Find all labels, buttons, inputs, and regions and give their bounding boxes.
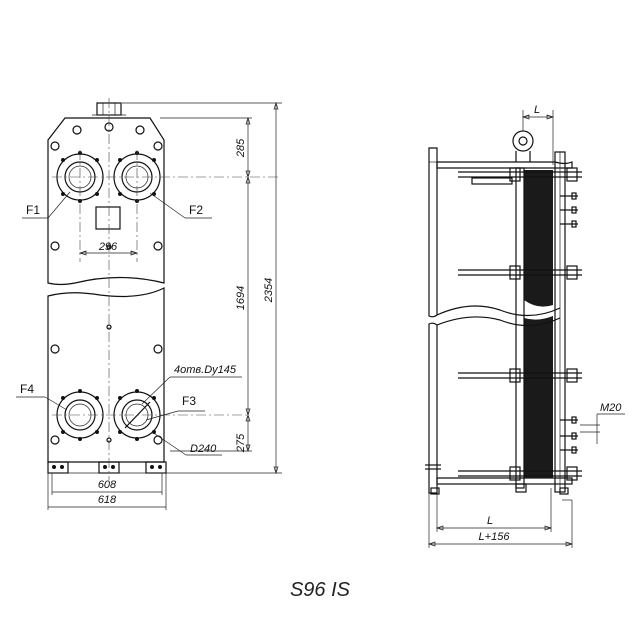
tie-bolts (50, 141, 163, 445)
top-shoe (471, 177, 513, 185)
side-view (425, 130, 582, 495)
port-nozzles (560, 192, 578, 454)
label-f4: F4 (20, 382, 34, 396)
label-f2: F2 (189, 203, 203, 217)
flange-bolts-lower (61, 389, 156, 441)
flange-bolts-upper (61, 151, 156, 203)
dim-bottom-offset: 275 (235, 433, 247, 453)
annotation-holes: 4отв.Dy145 (174, 364, 237, 376)
frame-plate-lower (47, 287, 165, 463)
dim-total-length: L+156 (479, 531, 511, 543)
plate-pack-lower (524, 316, 553, 478)
guide-bar (436, 477, 573, 485)
label-f3: F3 (182, 394, 196, 408)
front-view (47, 98, 280, 480)
tie-rods (458, 167, 582, 481)
front-dimensions: 296 608 618 285 1694 2354 275 (47, 101, 282, 510)
top-roller (512, 130, 534, 152)
dim-outer-width: 618 (98, 494, 117, 506)
dim-pack-length: L (487, 515, 493, 527)
annotation-bolt-circle: D240 (190, 443, 217, 455)
dim-inner-width: 608 (98, 479, 117, 491)
dim-top-offset: 285 (235, 138, 247, 158)
center-window (95, 206, 121, 230)
fixed-plate-lower (428, 322, 438, 494)
frame-plate-upper (47, 117, 165, 286)
foot-right (145, 461, 167, 474)
dim-total-height: 2354 (263, 278, 275, 303)
dim-top-small: L (534, 104, 540, 116)
port-labels: F1 F2 F4 F3 4отв.Dy145 D240 (16, 191, 242, 456)
side-dimensions: L L L+156 M20 (427, 104, 625, 548)
foot-left (47, 461, 69, 474)
drawing-title: S96 IS (290, 579, 351, 601)
dim-port-spacing: 296 (98, 241, 118, 253)
dim-bolt-thread: M20 (600, 402, 622, 414)
label-f1: F1 (26, 203, 40, 217)
dim-middle-height: 1694 (235, 286, 247, 310)
plate-pack-upper (524, 170, 553, 307)
pressure-plate (515, 167, 525, 489)
carrying-bar (436, 161, 573, 169)
fixed-plate-upper (428, 147, 438, 318)
